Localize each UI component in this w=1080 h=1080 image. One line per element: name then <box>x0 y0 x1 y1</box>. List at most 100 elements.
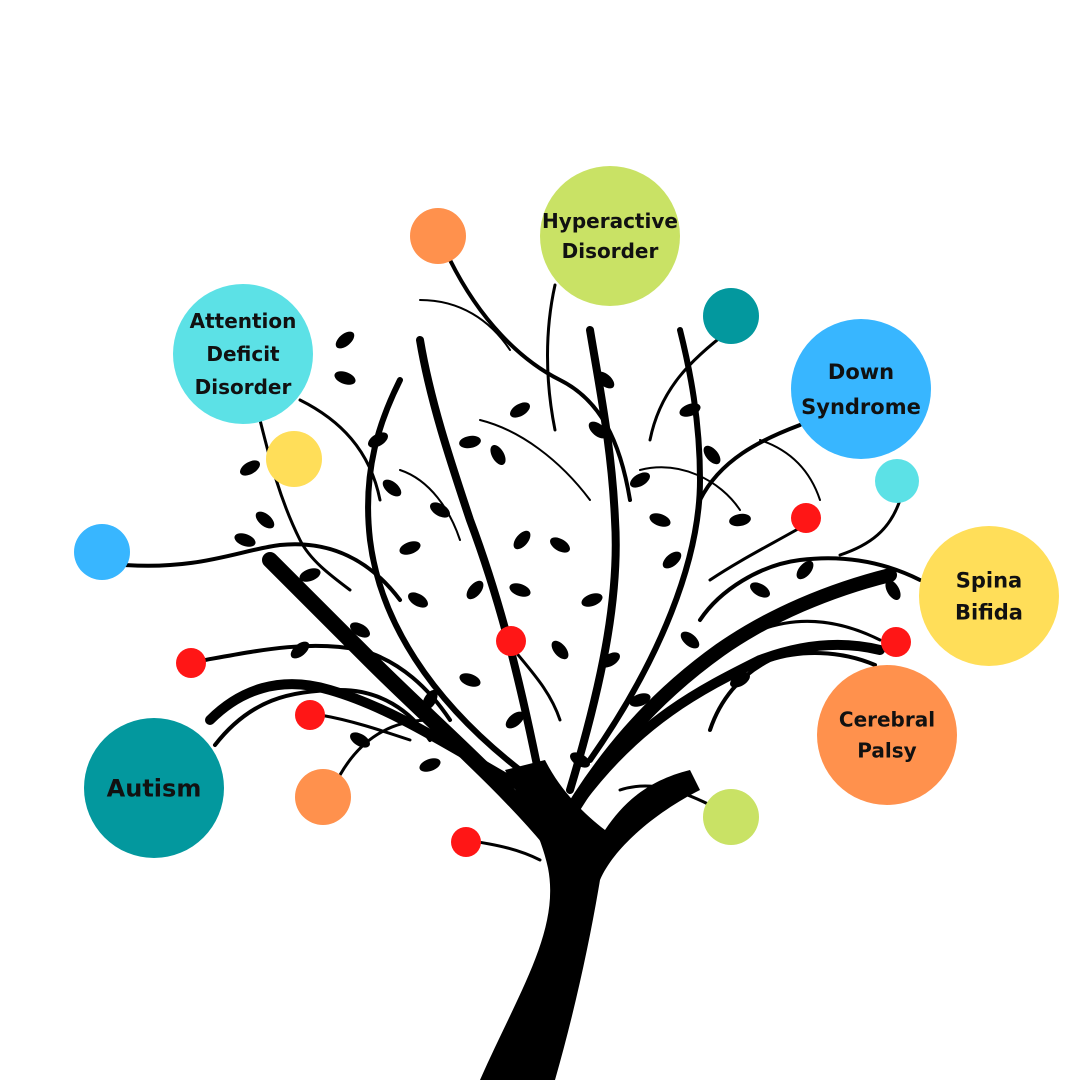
tree-leaf <box>466 580 484 600</box>
node-label: Cerebral <box>839 708 935 732</box>
tree-branch <box>203 643 452 722</box>
tree-leaf <box>679 403 701 417</box>
tree-leaf <box>350 622 370 638</box>
condition-nodes: HyperactiveDisorderAttentionDeficitDisor… <box>84 166 1059 858</box>
node-label: Autism <box>107 774 202 802</box>
tree-branch <box>123 542 402 602</box>
tree-leaf <box>629 693 651 707</box>
tree-leaf <box>430 502 450 518</box>
tree-leaf <box>299 568 321 582</box>
decorative-dot <box>295 700 325 730</box>
tree-leaf <box>588 421 608 439</box>
decorative-dot <box>451 827 481 857</box>
node-circle <box>540 166 680 306</box>
node-circle <box>791 319 931 459</box>
node-label: Syndrome <box>801 395 921 419</box>
tree-leaf <box>885 580 901 600</box>
tree-leaf <box>490 445 506 465</box>
tree-leaf <box>595 371 615 389</box>
node-circle <box>817 665 957 805</box>
tree-leaf <box>335 331 355 349</box>
tree-leaf <box>570 752 590 768</box>
decorative-dot <box>703 789 759 845</box>
decorative-dots <box>74 208 919 857</box>
tree-leaf <box>505 711 525 729</box>
tree-branch <box>213 687 432 747</box>
tree-branch <box>298 398 382 502</box>
tree-branch <box>416 336 544 784</box>
tree-silhouette <box>123 258 922 1080</box>
tree-leaf <box>796 560 814 580</box>
tree-leaf <box>750 582 770 598</box>
node-label: Bifida <box>955 600 1023 624</box>
tree-branch <box>838 498 902 557</box>
tree-leaf <box>513 530 531 550</box>
tree-leaf <box>255 511 275 529</box>
decorative-dot <box>703 288 759 344</box>
tree-branch <box>758 619 882 642</box>
tree-leaf <box>399 541 421 555</box>
tree-leaf <box>334 371 356 385</box>
tree-branch <box>618 784 712 807</box>
tree-leaf <box>290 641 310 659</box>
tree-leaf <box>382 479 402 497</box>
node-label: Disorder <box>195 375 292 399</box>
tree-branch <box>708 651 877 732</box>
decorative-dot <box>295 769 351 825</box>
tree-trunk <box>480 760 700 1080</box>
tree-leaf <box>459 435 481 449</box>
tree-branch <box>205 679 550 805</box>
tree-branch <box>318 713 412 742</box>
decorative-dot <box>881 627 911 657</box>
tree-leaf <box>680 631 700 649</box>
tree-leaf <box>408 592 428 608</box>
tree-leaf <box>350 732 370 748</box>
tree-leaf <box>422 690 438 710</box>
tree-branch <box>698 556 922 622</box>
decorative-dot <box>74 524 130 580</box>
node-label: Hyperactive <box>542 209 678 233</box>
tree-branch <box>338 718 432 777</box>
tree-leaf <box>510 402 530 418</box>
tree-branch <box>566 326 620 794</box>
tree-leaf <box>368 432 388 448</box>
node-label: Disorder <box>562 239 659 263</box>
tree-leaf <box>730 672 750 688</box>
tree-branch <box>448 258 632 502</box>
node-label: Deficit <box>206 342 280 366</box>
node-circle <box>84 718 224 858</box>
tree-leaf <box>550 537 570 553</box>
tree-leaf <box>581 593 603 607</box>
decorative-dot <box>875 459 919 503</box>
tree-leaf <box>649 513 671 527</box>
tree-leaf <box>551 640 569 660</box>
tree-leaf <box>419 758 441 772</box>
tree-leaf <box>729 513 751 527</box>
node-circle <box>919 526 1059 666</box>
node-circle <box>173 284 313 424</box>
tree-leaf <box>662 551 682 569</box>
tree-branch <box>575 639 885 805</box>
tree-branch <box>399 469 461 541</box>
decorative-dot <box>176 648 206 678</box>
tree-branch <box>759 439 821 501</box>
tree-branch <box>262 552 558 848</box>
tree-leaf <box>240 460 260 476</box>
tree-leaf <box>509 583 531 597</box>
node-label: Spina <box>956 568 1022 592</box>
decorative-dot <box>410 208 466 264</box>
tree-leaf <box>630 472 650 488</box>
tree-leaf <box>600 652 620 668</box>
decorative-dot <box>496 626 526 656</box>
tree-leaf <box>459 673 481 687</box>
tree-branch <box>479 419 591 501</box>
tree-branch <box>546 283 557 432</box>
tree-leaf <box>234 533 256 547</box>
